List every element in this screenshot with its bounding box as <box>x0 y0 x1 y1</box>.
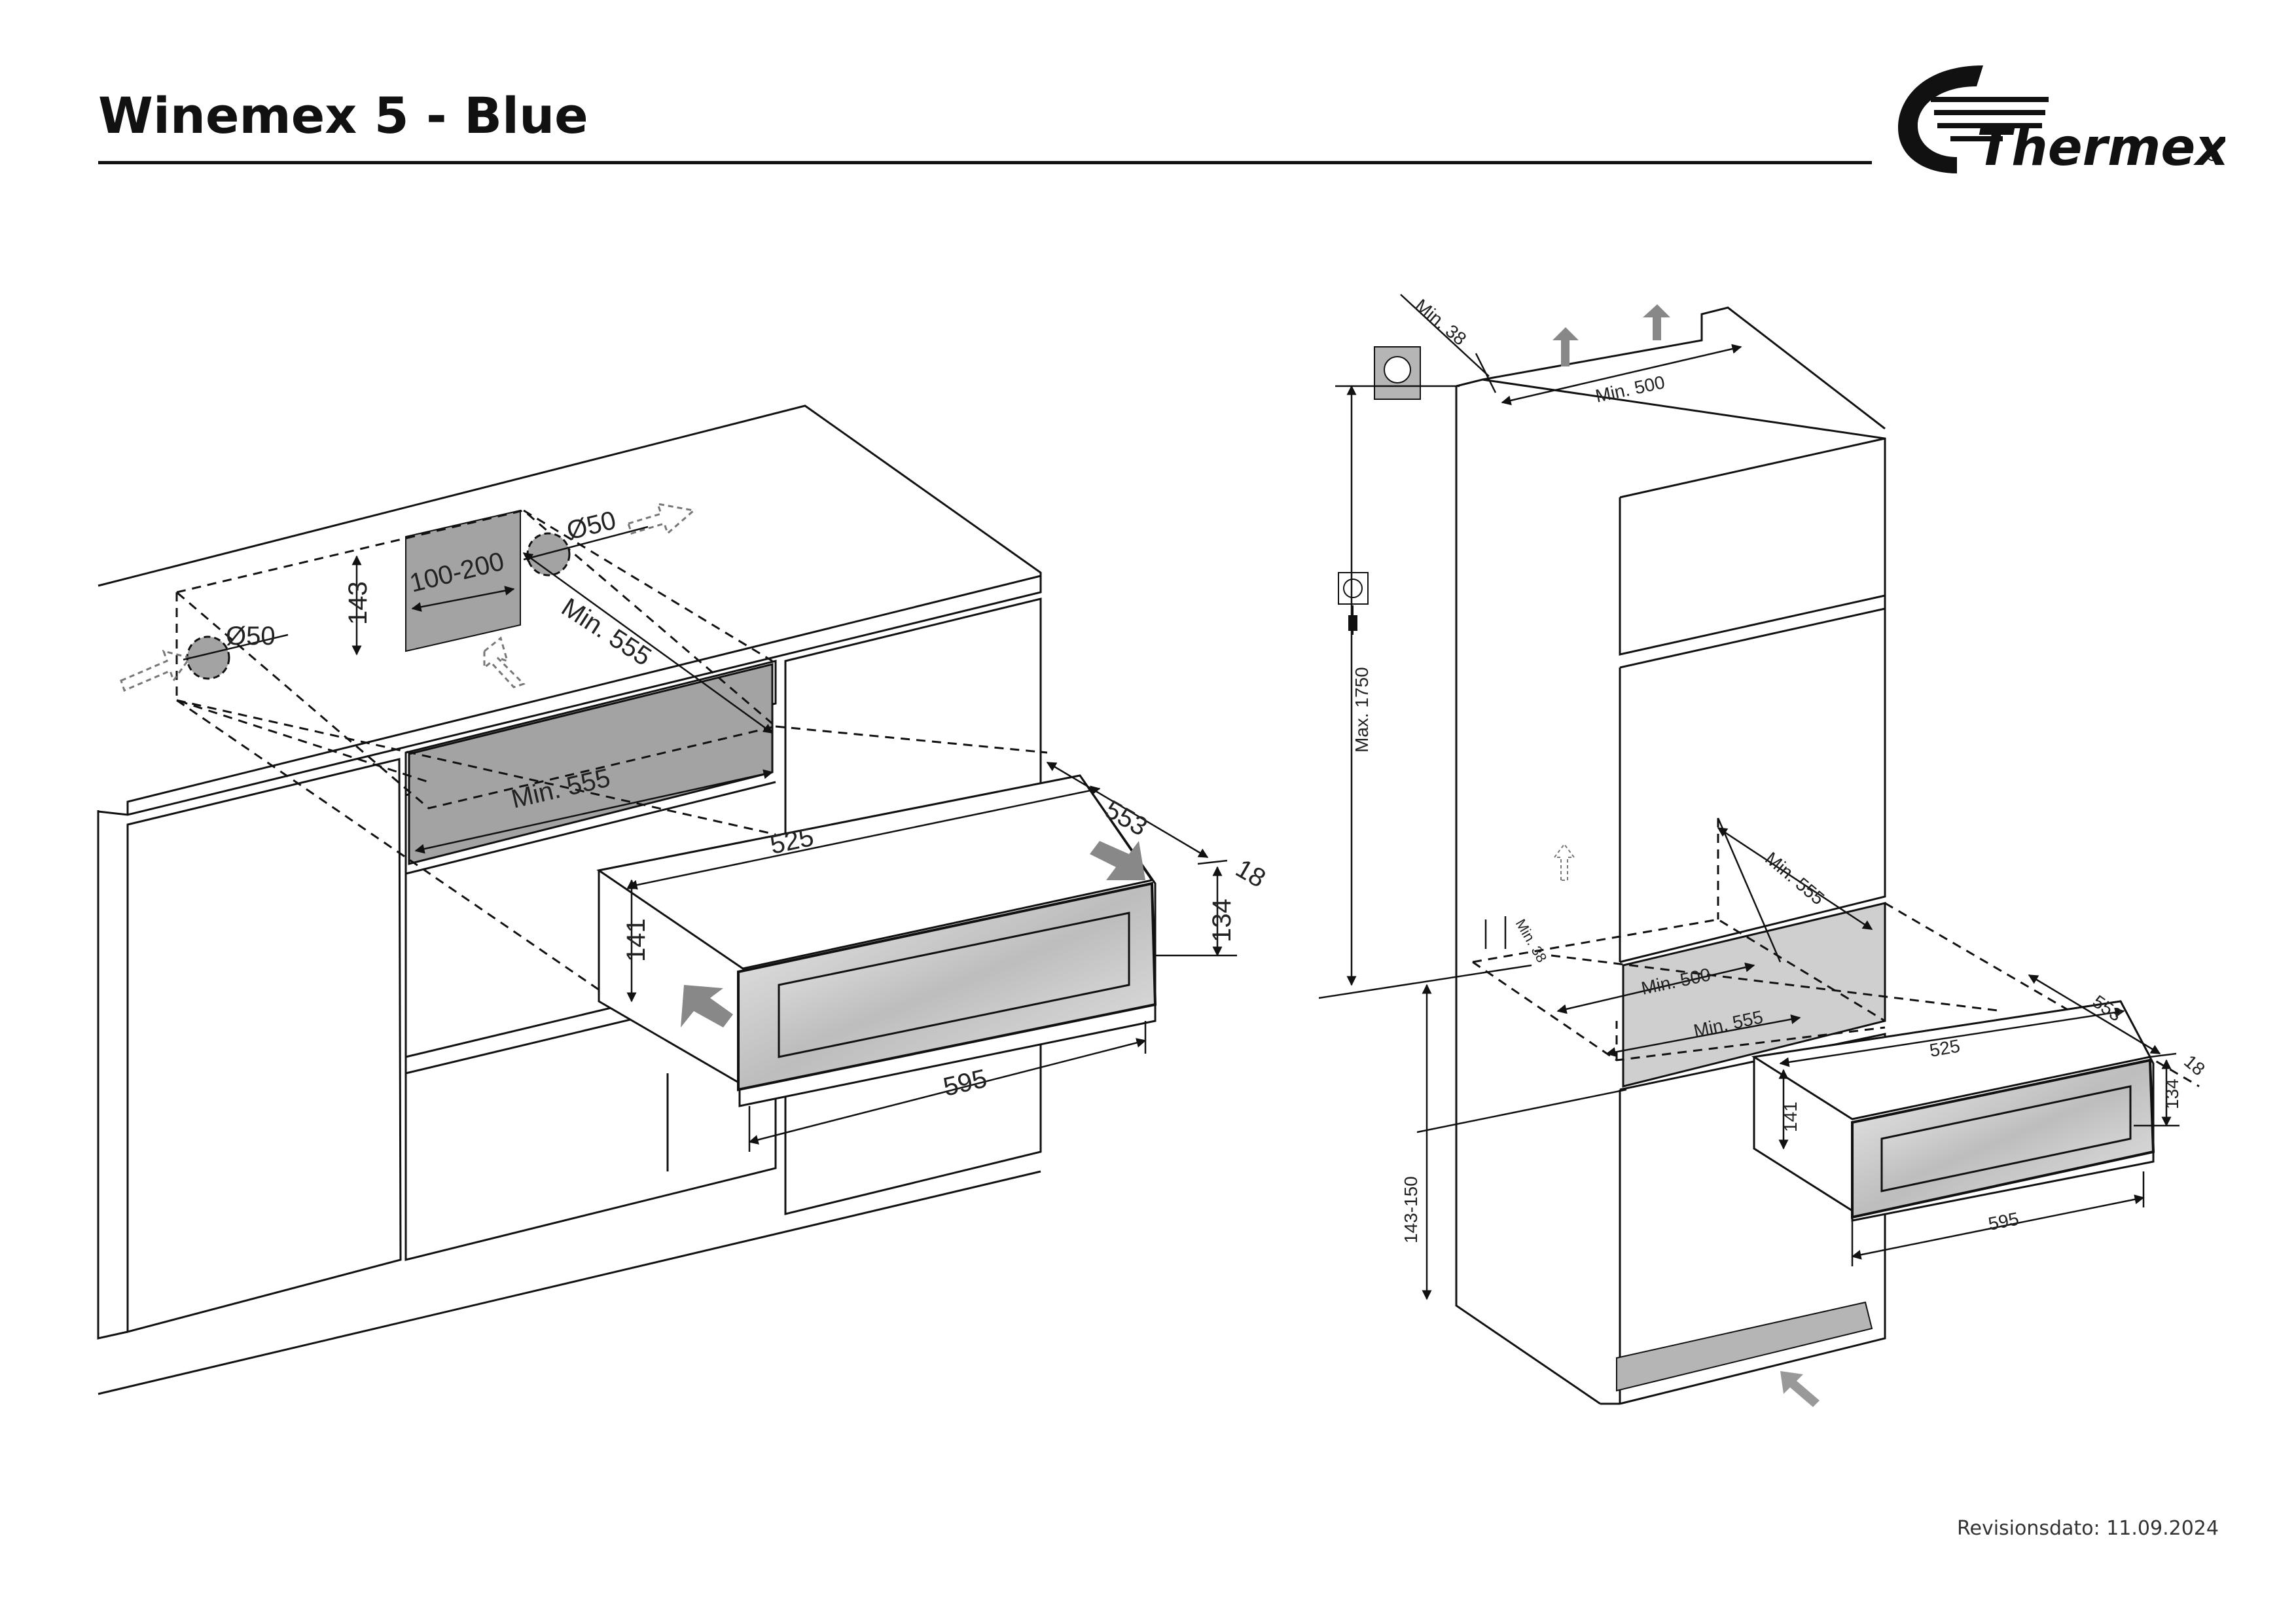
label-r-min38-low: Min. 38 <box>1513 916 1551 965</box>
label-r-min38-top: Min. 38 <box>1411 295 1470 349</box>
right-tall-cabinet <box>1455 306 1886 1405</box>
right-dimension-lines <box>1318 294 2179 1300</box>
label-dia50-left: Ø50 <box>226 622 276 651</box>
label-min555-top: Min. 555 <box>556 593 656 671</box>
label-r-143-150: 143-150 <box>1401 1176 1421 1243</box>
right-airflow-arrow-c <box>1780 1371 1820 1407</box>
left-drawer-appliance <box>596 774 1157 1107</box>
right-airflow-arrow-d <box>1553 843 1575 881</box>
title-divider <box>98 161 1872 164</box>
left-hole-b <box>526 532 571 577</box>
page-title: Winemex 5 - Blue <box>98 86 588 145</box>
vent-area <box>405 509 521 652</box>
label-r-min555: Min. 555 <box>1761 848 1828 909</box>
label-h134: 134 <box>1208 899 1236 942</box>
right-airflow-arrow-b <box>1643 304 1670 340</box>
label-t18: 18 <box>1231 854 1271 893</box>
revision-date: Revisionsdato: 11.09.2024 <box>1957 1517 2219 1540</box>
left-cabinet-view <box>97 404 1042 1395</box>
label-dia50-right: Ø50 <box>564 506 619 546</box>
logo-wordmark: Thermex <box>1977 118 2225 177</box>
label-r-t18: 18 <box>2180 1051 2209 1080</box>
right-airflow-arrow-a <box>1552 327 1579 366</box>
label-h143: 143 <box>344 581 372 625</box>
label-r-h141: 141 <box>1780 1101 1801 1132</box>
left-dimension-lines <box>183 526 1237 1152</box>
label-r-w595: 595 <box>1986 1209 2020 1234</box>
label-h141: 141 <box>622 918 651 962</box>
label-r-max1750: Max. 1750 <box>1352 667 1372 753</box>
label-w595: 595 <box>941 1064 990 1102</box>
label-r-h134: 134 <box>2162 1079 2182 1109</box>
thermex-logo: Thermex <box>1898 65 2225 177</box>
right-plinth-vent <box>1616 1301 1873 1392</box>
left-airflow-arrow-in <box>681 985 733 1027</box>
